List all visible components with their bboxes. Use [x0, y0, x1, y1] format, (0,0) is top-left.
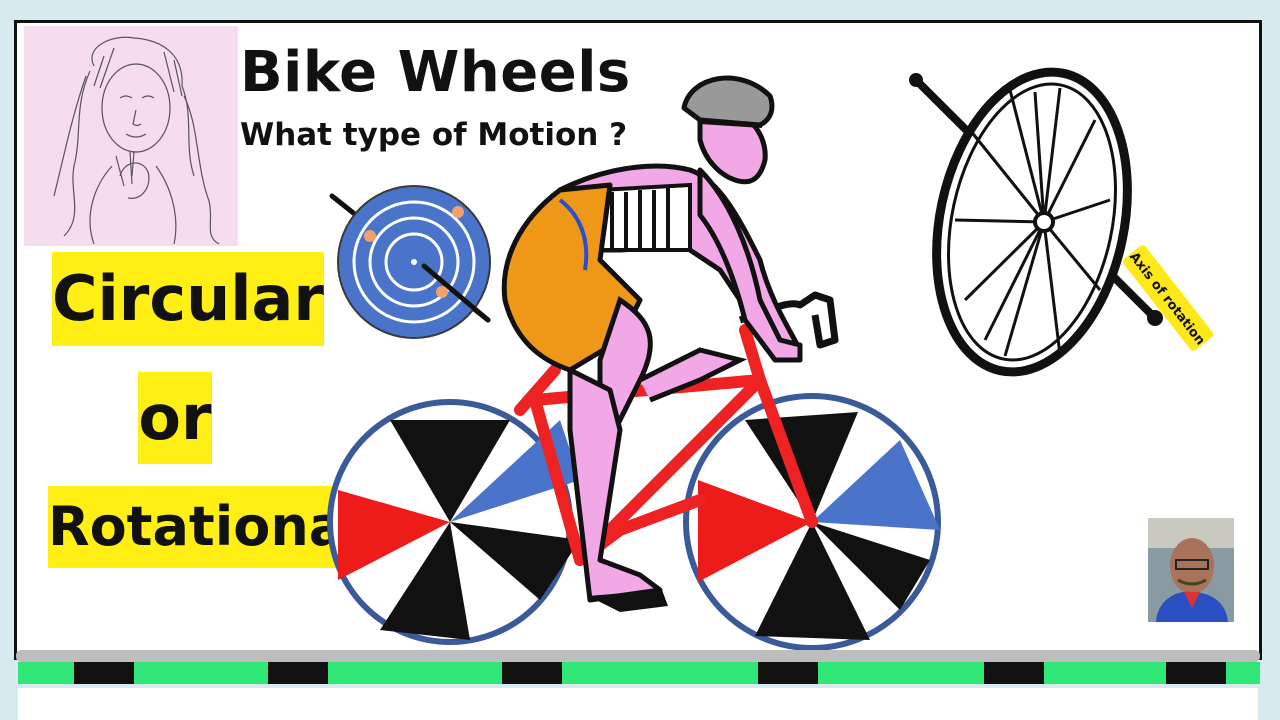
- rear-wheel: [327, 399, 580, 645]
- page-subtitle: What type of Motion ?: [240, 117, 628, 153]
- option-or: or: [138, 372, 212, 464]
- page-title: Bike Wheels: [240, 40, 631, 105]
- bottom-strip: [18, 688, 1258, 720]
- rotational-wheel-diagram: [909, 67, 1163, 377]
- rider: [501, 75, 803, 612]
- option-rotational: Rotational: [48, 486, 364, 568]
- track-strip: [16, 650, 1260, 684]
- circular-motion-diagram: [329, 185, 491, 339]
- presenter-icon: [1148, 518, 1234, 622]
- sketch-portrait: [24, 26, 238, 246]
- sketch-portrait-icon: [53, 36, 220, 245]
- front-wheel: [683, 393, 941, 651]
- option-circular: Circular: [52, 252, 324, 346]
- presenter-avatar: [1148, 518, 1234, 622]
